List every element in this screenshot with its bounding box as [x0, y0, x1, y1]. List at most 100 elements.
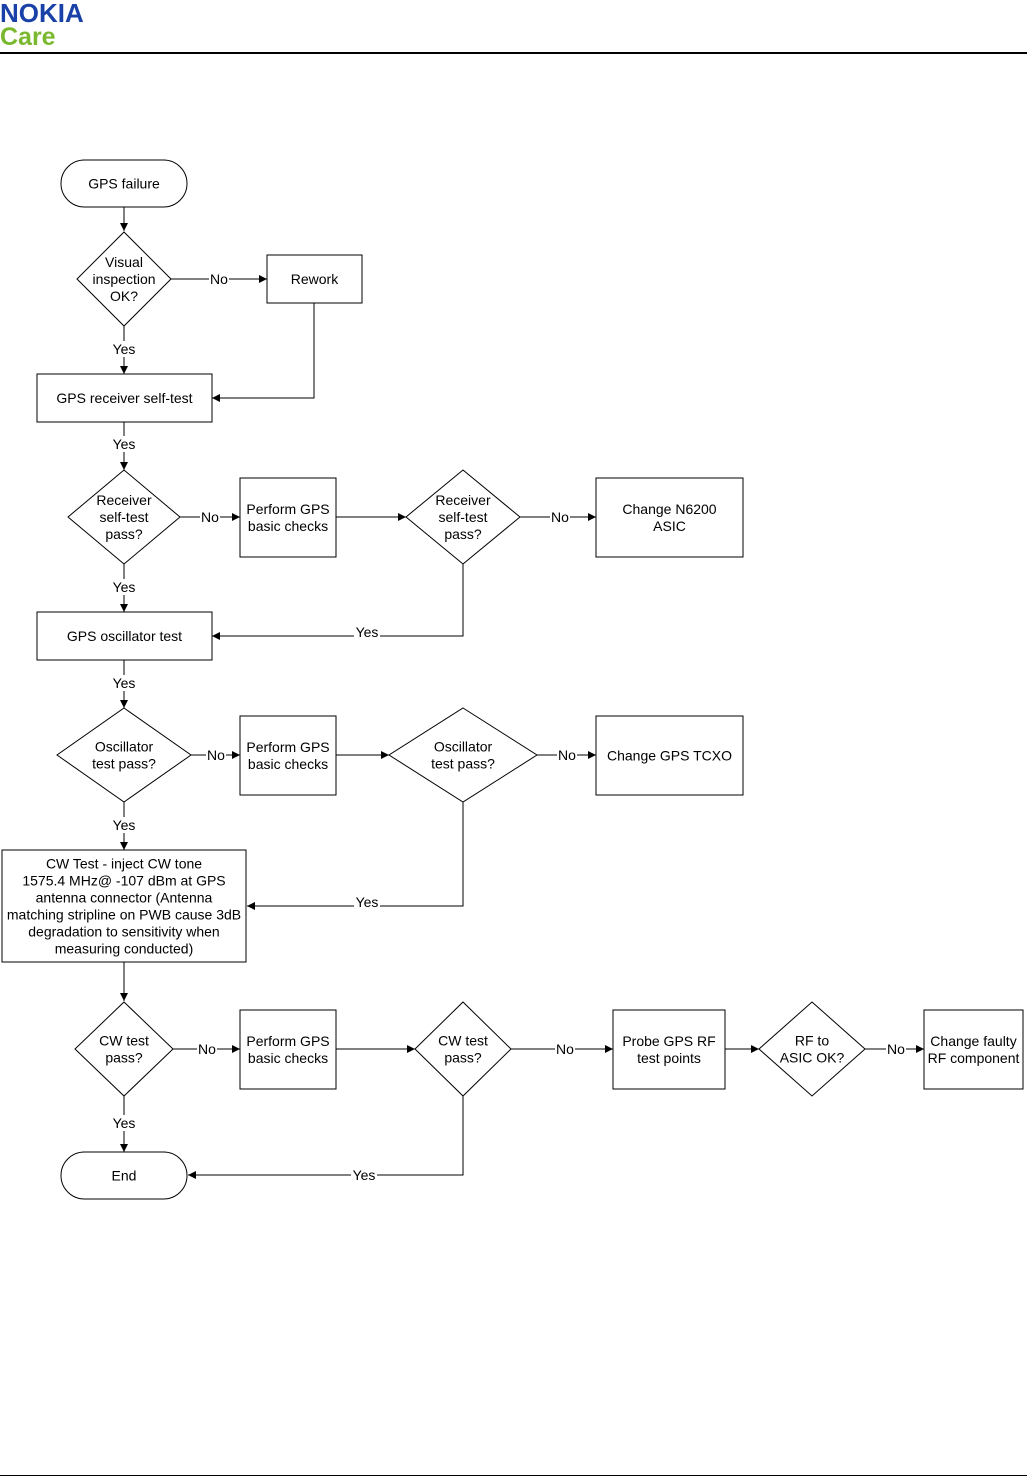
edge-label-bg: [354, 894, 380, 910]
edge-label-bg: [111, 341, 137, 357]
edge-label-yes: Yes: [113, 817, 136, 833]
connector-line: [212, 564, 464, 637]
edge-label-no: No: [201, 509, 219, 525]
basic-checks-1-label: basic checks: [248, 518, 328, 534]
edge-label-yes: Yes: [113, 341, 136, 357]
basic-checks-2-box: [239, 715, 337, 796]
receiver-self-test-box: [36, 373, 213, 423]
receiver-self-test-label: GPS receiver self-test: [56, 390, 192, 406]
change-n6200-label: ASIC: [653, 518, 686, 534]
edge-label-bg: [351, 1167, 377, 1183]
edge-label-yes: Yes: [353, 1167, 376, 1183]
change-tcxo-label: Change GPS TCXO: [607, 748, 732, 764]
arrowhead: [232, 513, 240, 521]
arrowhead: [120, 1144, 128, 1152]
arrowhead: [188, 1171, 196, 1179]
arrowhead: [120, 462, 128, 470]
edge-label-no: No: [210, 271, 228, 287]
edge-label-bg: [111, 579, 137, 595]
edge-label-yes: Yes: [356, 894, 379, 910]
edge-label-no: No: [887, 1041, 905, 1057]
rf-asic-ok-decision: [758, 1001, 866, 1097]
edge-label-yes: Yes: [113, 675, 136, 691]
edge-label-yes: Yes: [356, 624, 379, 640]
connector-line: [188, 1096, 464, 1176]
edge-label-no: No: [556, 1041, 574, 1057]
cw-pass-2-label: CW test: [438, 1033, 488, 1049]
receiver-pass-1-label: Receiver: [96, 492, 152, 508]
edge-label-bg: [111, 436, 137, 452]
edge-label-bg: [550, 509, 570, 525]
cw-pass-1-label: pass?: [105, 1050, 143, 1066]
arrowhead: [120, 842, 128, 850]
arrowhead: [120, 366, 128, 374]
change-rf-label: RF component: [928, 1050, 1020, 1066]
probe-rf-label: Probe GPS RF: [622, 1033, 715, 1049]
cw-test-box: [1, 849, 247, 963]
edge-label-no: No: [207, 747, 225, 763]
cw-test-label: degradation to sensitivity when: [28, 924, 219, 940]
edge-label-bg: [209, 271, 229, 287]
basic-checks-3-label: Perform GPS: [246, 1033, 329, 1049]
edge-label-yes: Yes: [113, 1115, 136, 1131]
rf-asic-ok-label: ASIC OK?: [780, 1050, 845, 1066]
cw-test-label: matching stripline on PWB cause 3dB: [7, 907, 241, 923]
arrowhead: [751, 1045, 759, 1053]
arrowhead: [120, 700, 128, 708]
arrowhead: [232, 751, 240, 759]
gps-failure-label: GPS failure: [88, 176, 160, 192]
header-rule: [0, 52, 1027, 54]
change-rf-label: Change faulty: [930, 1033, 1016, 1049]
oscillator-pass-1-label: Oscillator: [95, 739, 154, 755]
brand-nokia: NOKIA: [0, 0, 84, 28]
cw-pass-1-label: CW test: [99, 1033, 149, 1049]
connector-line: [212, 303, 315, 399]
edge-label-bg: [354, 624, 380, 640]
end-label: End: [112, 1168, 137, 1184]
oscillator-pass-1-label: test pass?: [92, 756, 156, 772]
oscillator-test-label: GPS oscillator test: [67, 628, 182, 644]
receiver-pass-1-label: self-test: [99, 509, 148, 525]
change-rf-box: [923, 1009, 1024, 1090]
oscillator-pass-2-label: Oscillator: [434, 739, 493, 755]
arrowhead: [212, 632, 220, 640]
rework-label: Rework: [291, 271, 339, 287]
basic-checks-2-label: Perform GPS: [246, 739, 329, 755]
arrowhead: [120, 223, 128, 231]
edge-label-bg: [206, 747, 226, 763]
arrowhead: [916, 1045, 924, 1053]
receiver-pass-2-label: pass?: [444, 526, 482, 542]
visual-inspection-label: OK?: [110, 288, 138, 304]
cw-test-label: measuring conducted): [55, 941, 194, 957]
edge-label-bg: [197, 1041, 217, 1057]
edge-label-yes: Yes: [113, 579, 136, 595]
arrowhead: [259, 275, 267, 283]
receiver-pass-2-label: Receiver: [435, 492, 491, 508]
arrowhead: [120, 604, 128, 612]
edge-label-no: No: [198, 1041, 216, 1057]
end-terminal: [60, 1151, 188, 1200]
oscillator-pass-2-label: test pass?: [431, 756, 495, 772]
arrowhead: [605, 1045, 613, 1053]
connector-line: [247, 802, 464, 907]
footer-rule: [0, 1475, 1027, 1476]
arrowhead: [588, 513, 596, 521]
cw-test-label: CW Test - inject CW tone: [46, 856, 202, 872]
edge-label-bg: [111, 1115, 137, 1131]
edge-label-bg: [557, 747, 577, 763]
change-n6200-label: Change N6200: [622, 501, 716, 517]
arrowhead: [120, 993, 128, 1001]
edge-label-bg: [886, 1041, 906, 1057]
change-n6200-box: [595, 477, 744, 558]
arrowhead: [232, 1045, 240, 1053]
arrowhead: [588, 751, 596, 759]
edge-label-bg: [200, 509, 220, 525]
arrowhead: [381, 751, 389, 759]
probe-rf-box: [612, 1009, 726, 1090]
edge-label-no: No: [558, 747, 576, 763]
arrowhead: [247, 902, 255, 910]
brand-care: Care: [0, 23, 56, 51]
basic-checks-2-label: basic checks: [248, 756, 328, 772]
visual-inspection-label: Visual: [105, 254, 143, 270]
